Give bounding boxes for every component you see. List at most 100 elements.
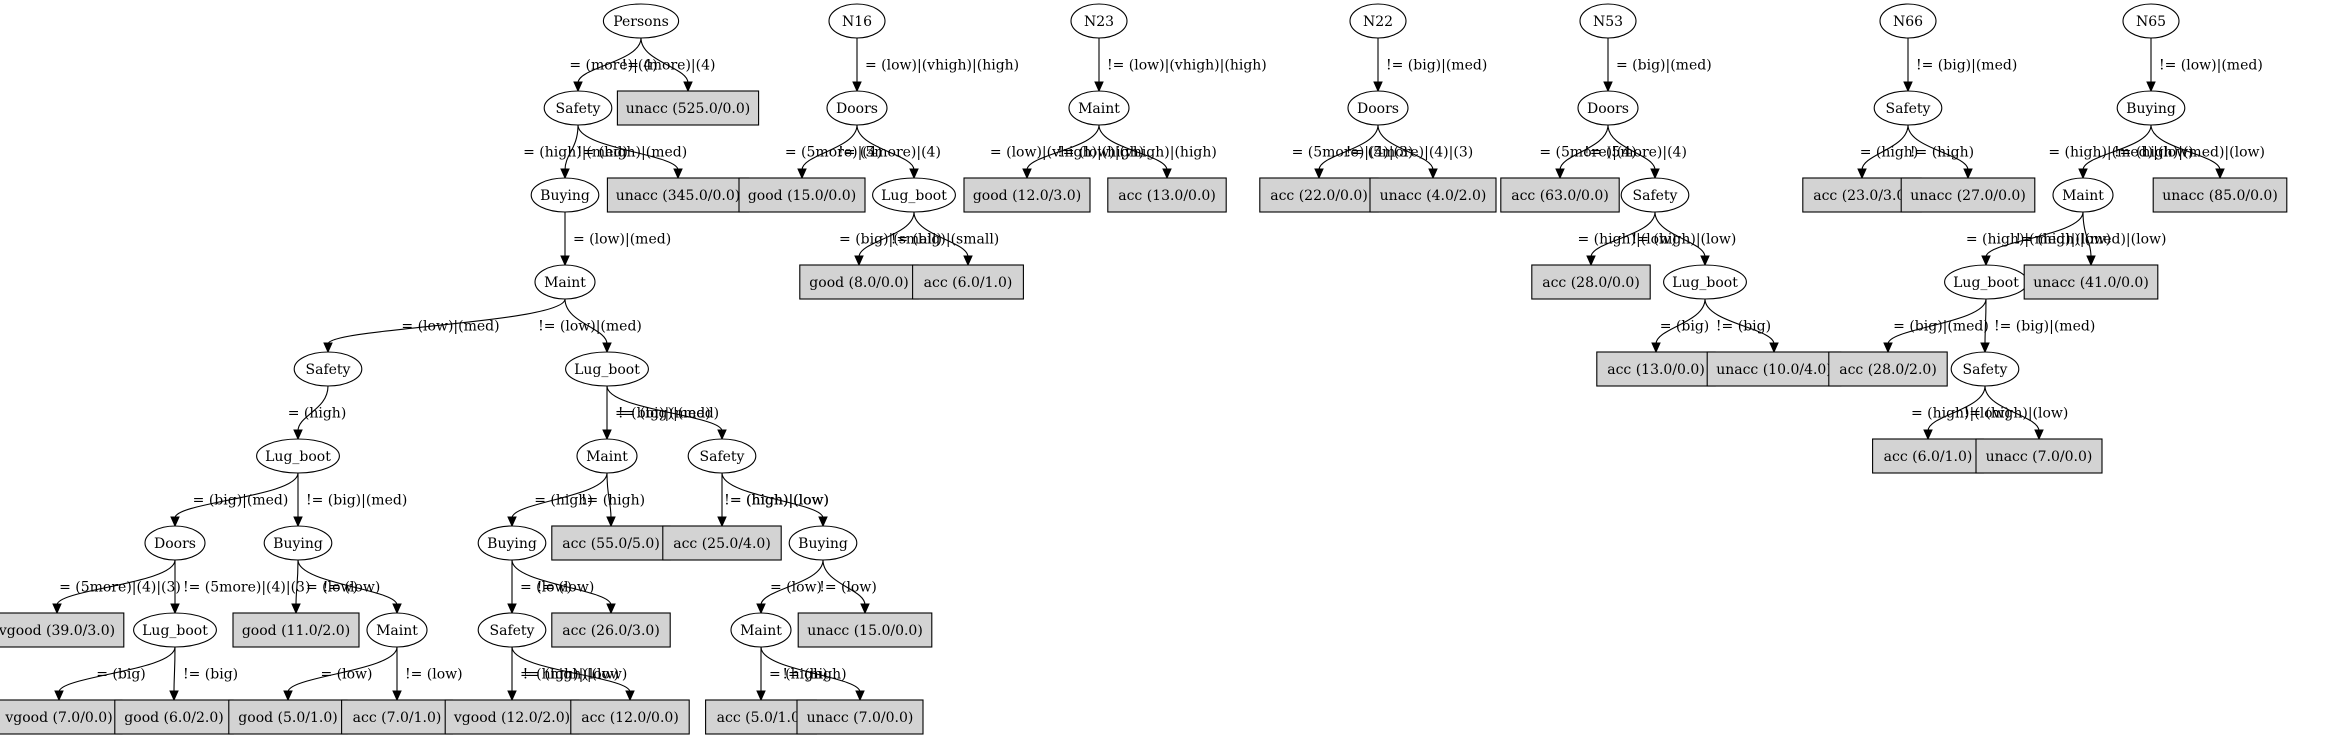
node-label: N16: [842, 14, 872, 30]
leaf-box: [606, 177, 750, 213]
leaf-node: acc (7.0/1.0): [341, 699, 453, 735]
leaf-node: vgood (39.0/3.0): [0, 612, 125, 648]
node-label: Buying: [2126, 101, 2176, 117]
arrow-head: [54, 690, 64, 702]
tree-edge: != (high)|(low): [1964, 385, 2068, 441]
edge-line: [56, 559, 176, 606]
node-ellipse: [826, 90, 888, 126]
node-label: Lug_boot: [1672, 275, 1738, 291]
tree-edge: = (big): [54, 646, 176, 702]
node-label: Doors: [836, 101, 878, 117]
decision-node: Maint: [730, 612, 792, 648]
edge-label: != (big)|(med): [618, 406, 719, 422]
tree-edge: = (5more)|(4): [1539, 124, 1637, 180]
leaf-node: unacc (10.0/4.0): [1706, 351, 1842, 387]
leaf-node: unacc (41.0/0.0): [2023, 264, 2159, 300]
arrow-head: [291, 603, 301, 615]
edge-line: [822, 559, 866, 606]
edge-line: [1985, 211, 2084, 258]
node-label: Safety: [306, 362, 351, 378]
edge-label: != (high): [1910, 145, 1974, 161]
arrow-head: [1650, 168, 1660, 180]
arrow-head: [2034, 429, 2044, 441]
tree-edge: != (5more)|(4): [1584, 124, 1687, 180]
tree-edge: != (5more)|(4): [838, 124, 941, 180]
node-label: acc (26.0/3.0): [562, 623, 660, 639]
tree-edge: != (low): [511, 559, 616, 615]
tree-edge: != (more)|(4): [622, 37, 715, 93]
node-label: acc (63.0/0.0): [1511, 188, 1609, 204]
tree-edge: != (high): [581, 472, 645, 528]
tree-edge: = (low)|(vhigh)|(high): [990, 124, 1144, 180]
leaf-box: [551, 612, 671, 648]
tree-edge: = (big)|(med): [602, 385, 711, 441]
node-label: Safety: [490, 623, 535, 639]
edge-label: = (low): [770, 580, 822, 596]
arrow-head: [625, 690, 635, 702]
decision-node: Buying: [788, 525, 858, 561]
node-label: acc (13.0/0.0): [1607, 362, 1705, 378]
decision-node: N16: [828, 3, 886, 39]
edge-label: != (low): [819, 580, 877, 596]
decision-node: Persons: [602, 3, 680, 39]
edge-line: [297, 385, 329, 432]
edge-label: != (high)|(med)|(low): [2114, 145, 2265, 161]
arrow-head: [560, 255, 570, 267]
edge-line: [801, 124, 858, 171]
leaf-node: unacc (345.0/0.0): [606, 177, 750, 213]
node-label: Persons: [613, 14, 669, 30]
tree-edge: = (high): [1857, 124, 1918, 180]
tree-edge: = (high): [288, 385, 346, 441]
arrow-head: [1603, 81, 1613, 93]
node-ellipse: [366, 612, 428, 648]
leaf-node: good (15.0/0.0): [738, 177, 866, 213]
tree-edge: = (high)|(low): [1911, 385, 2010, 441]
node-label: acc (55.0/5.0): [562, 536, 660, 552]
node-label: unacc (7.0/0.0): [1986, 449, 2093, 465]
leaf-node: acc (13.0/0.0): [1107, 177, 1227, 213]
arrow-head: [602, 342, 612, 354]
decision-node: Safety: [1873, 90, 1943, 126]
leaf-node: acc (28.0/2.0): [1828, 351, 1948, 387]
decision-node: Doors: [826, 90, 888, 126]
edge-label: = (high)|(low): [1577, 232, 1676, 248]
edge-label: != (high)|(low): [1632, 232, 1737, 248]
node-ellipse: [602, 3, 680, 39]
node-label: Maint: [544, 275, 586, 291]
decision-node: Buying: [263, 525, 333, 561]
arrow-head: [756, 690, 766, 702]
edge-line: [1655, 298, 1706, 345]
arrow-head: [717, 516, 727, 528]
tree-edge: = (big)|(small): [839, 211, 942, 267]
edge-line: [606, 385, 723, 432]
node-ellipse: [1577, 90, 1639, 126]
leaf-box: [797, 612, 933, 648]
decision-node: Lug_boot: [1944, 264, 2028, 300]
edge-label: = (high)|(low): [520, 667, 619, 683]
node-ellipse: [2116, 90, 2186, 126]
decision-node: Lug_boot: [256, 438, 340, 474]
node-label: Safety: [1963, 362, 2008, 378]
leaf-box: [2023, 264, 2159, 300]
node-label: N66: [1893, 14, 1923, 30]
edge-label: = (5more)|(4)|(3): [59, 580, 181, 596]
edge-label: = (low): [520, 580, 572, 596]
leaf-box: [570, 699, 690, 735]
leaf-box: [1259, 177, 1379, 213]
leaf-node: acc (6.0/1.0): [1872, 438, 1984, 474]
arrow-head: [1700, 255, 1710, 267]
arrow-head: [1373, 81, 1383, 93]
node-label: unacc (10.0/4.0): [1716, 362, 1832, 378]
node-label: acc (5.0/1.0): [717, 710, 806, 726]
leaf-node: acc (12.0/0.0): [570, 699, 690, 735]
arrow-head: [797, 168, 807, 180]
arrow-head: [855, 690, 865, 702]
node-label: Maint: [376, 623, 418, 639]
edge-line: [1654, 211, 1706, 258]
node-ellipse: [293, 351, 363, 387]
node-label: acc (6.0/1.0): [924, 275, 1013, 291]
arrow-head: [283, 690, 293, 702]
tree-edge: != (big)|(med): [1980, 298, 2095, 354]
edge-label: != (5more)|(4): [1584, 145, 1687, 161]
arrow-head: [507, 690, 517, 702]
